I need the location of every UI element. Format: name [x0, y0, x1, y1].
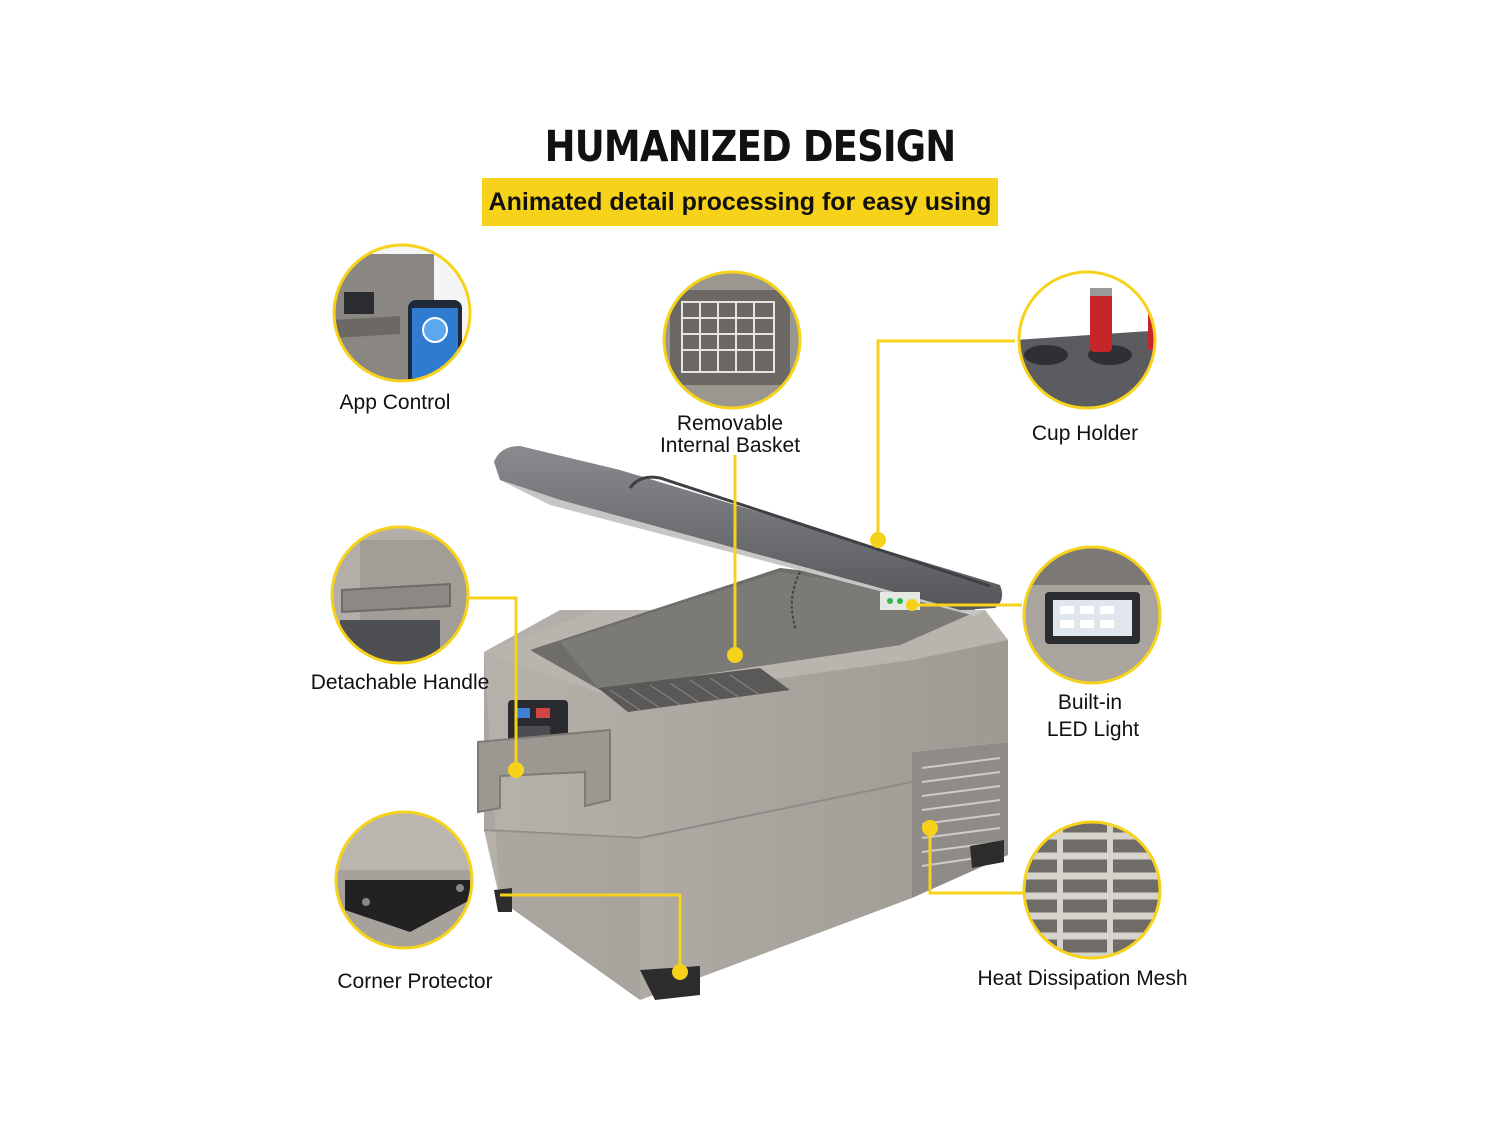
label-app-control: App Control [339, 391, 451, 414]
label-led-line1: Built-in [1057, 691, 1123, 714]
basket-detail [664, 272, 800, 408]
callout-dots [508, 532, 938, 980]
fridge-body [477, 568, 1009, 1000]
label-handle: Detachable Handle [310, 671, 490, 694]
app-control-detail [334, 245, 470, 381]
led-light-detail [1024, 547, 1160, 683]
label-basket-line1: Removable [676, 412, 784, 435]
label-cup-holder: Cup Holder [1031, 422, 1139, 445]
corner-protector-detail [336, 812, 472, 948]
label-mesh: Heat Dissipation Mesh [977, 967, 1188, 990]
subtitle-banner [482, 178, 998, 226]
label-corner: Corner Protector [337, 970, 493, 993]
subtitle-text: Animated detail processing for easy usin… [488, 188, 992, 216]
page-title: HUMANIZED DESIGN [544, 122, 957, 172]
label-basket-line2: Internal Basket [659, 434, 801, 457]
callout-lines [468, 339, 1024, 972]
cup-holder-detail [1019, 272, 1155, 408]
label-led-line2: LED Light [1046, 718, 1140, 741]
